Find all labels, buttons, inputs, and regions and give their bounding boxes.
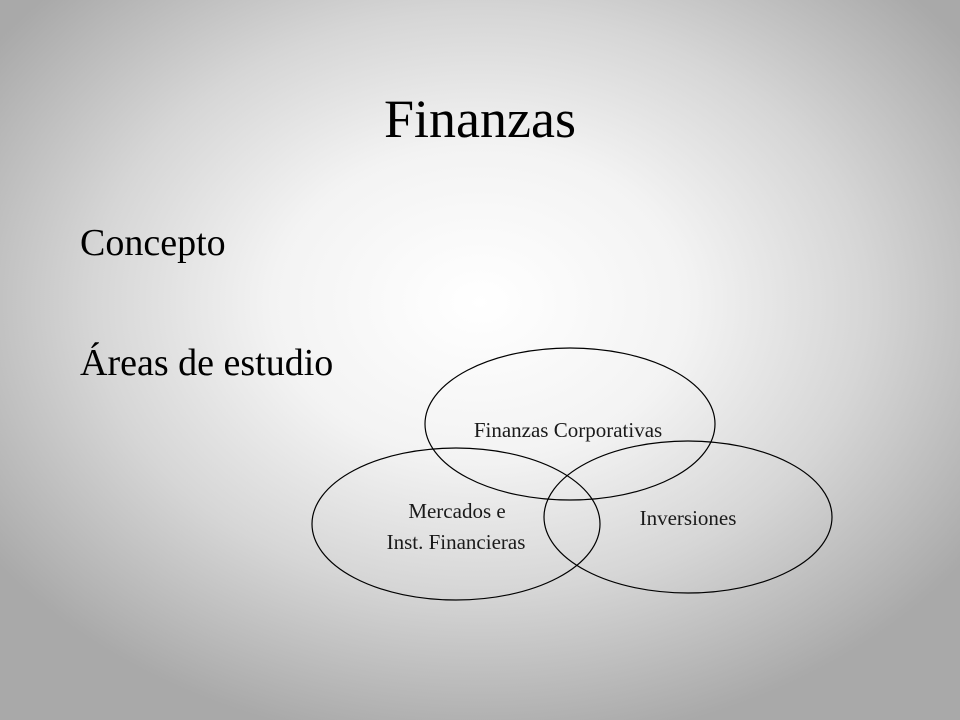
circle-inversiones [543,440,833,594]
label-mercados-line1: Mercados e [408,499,505,523]
label-inversiones: Inversiones [640,506,737,530]
circle-mercados-inst-financieras [311,447,601,601]
slide-title: Finanzas [384,89,576,149]
label-finanzas-corporativas: Finanzas Corporativas [474,418,662,442]
label-mercados-line2: Inst. Financieras [387,530,526,554]
circle-finanzas-corporativas [424,347,716,501]
bullet-areas-de-estudio: Áreas de estudio [80,342,334,384]
bullet-concepto: Concepto [80,222,226,264]
